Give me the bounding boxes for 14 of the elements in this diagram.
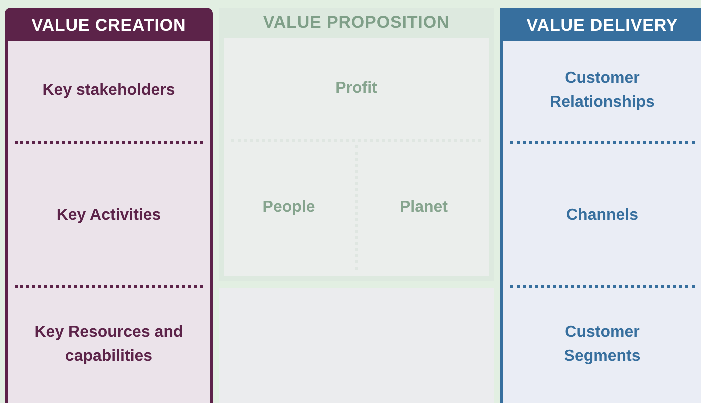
section-label: People [262,198,316,218]
column-header: VALUE PROPOSITION [262,12,451,34]
section-label: Channels [566,206,638,226]
value-delivery-column [500,8,701,403]
section-label: Customer Segments [563,323,642,367]
section-label: Key Resources and capabilities [34,323,184,367]
section-label: Profit [336,79,378,99]
section-label: Key stakeholders [42,81,176,101]
column-header: VALUE DELIVERY [503,11,701,41]
value-creation-column [5,8,213,403]
section-label: Customer Relationships [549,69,656,113]
section-label: Planet [400,198,448,218]
column-header: VALUE CREATION [8,11,210,41]
section-label: Key Activities [56,206,162,226]
